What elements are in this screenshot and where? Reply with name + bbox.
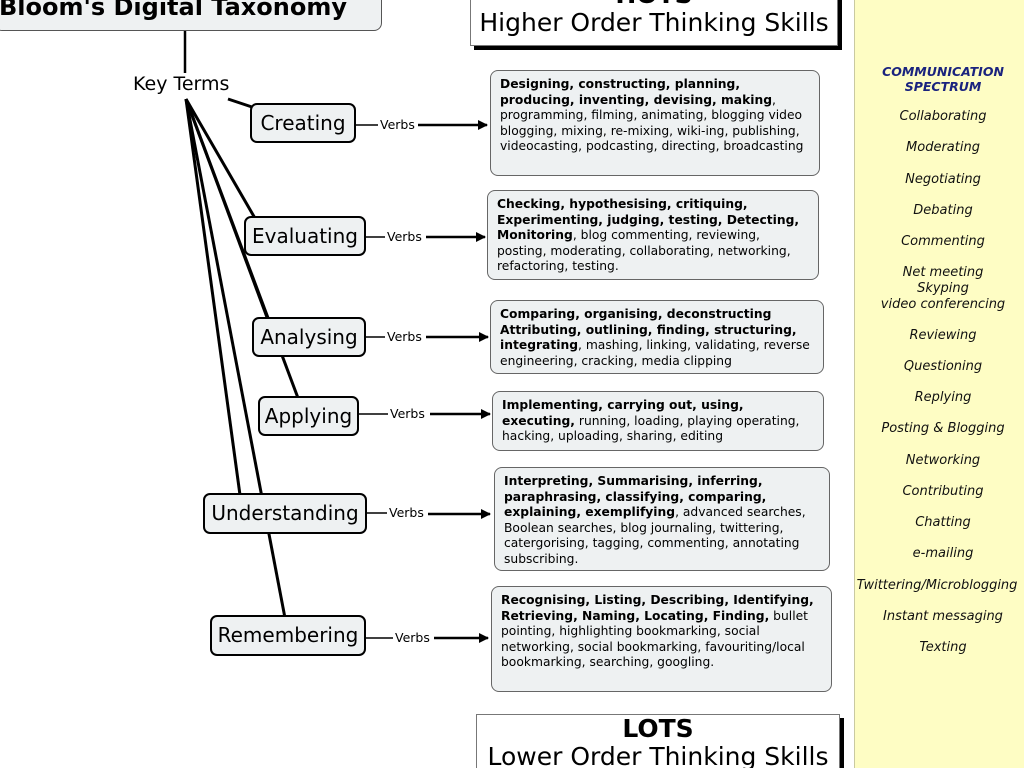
verbs-normal-evaluating: , blog commenting, reviewing, posting, m…	[497, 228, 791, 273]
verbs-bold-evaluating: Checking, hypothesising, critiquing, Exp…	[497, 197, 800, 242]
verbs-label-remembering: Verbs	[393, 630, 432, 645]
verbs-box-analysing: Comparing, organising, deconstructing At…	[490, 300, 824, 374]
spectrum-item: Networking	[905, 453, 981, 468]
spectrum-item: Replying	[914, 390, 972, 405]
spoke-remembering	[184, 98, 287, 619]
verbs-box-understanding: Interpreting, Summarising, inferring, pa…	[494, 467, 830, 571]
spoke-evaluating	[184, 98, 258, 221]
key-terms-label: Key Terms	[133, 73, 230, 95]
spectrum-item: Texting	[919, 640, 967, 655]
node-evaluating: Evaluating	[244, 216, 366, 256]
verbs-label-evaluating: Verbs	[385, 229, 424, 244]
verbs-bold-understanding: Interpreting, Summarising, inferring, pa…	[504, 474, 767, 519]
lots-abbr: LOTS	[622, 714, 694, 743]
node-analysing: Analysing	[252, 317, 366, 357]
spectrum-item: Debating	[913, 203, 973, 218]
verbs-bold-creating: Designing, constructing, planning, produ…	[500, 77, 773, 107]
spectrum-item: Chatting	[915, 515, 971, 530]
lots-box: LOTS Lower Order Thinking Skills	[476, 714, 840, 768]
spectrum-item: Commenting	[901, 234, 985, 249]
verbs-normal-analysing: , mashing, linking, validating, reverse …	[500, 338, 810, 368]
spectrum-item: Questioning	[903, 359, 983, 374]
hots-full: Higher Order Thinking Skills	[479, 8, 829, 37]
lots-full: Lower Order Thinking Skills	[487, 742, 829, 768]
node-creating: Creating	[250, 103, 356, 143]
spoke-understanding	[184, 98, 242, 496]
node-applying: Applying	[258, 396, 359, 436]
communication-spectrum-title: COMMUNICATION SPECTRUM	[882, 64, 1004, 94]
hots-abbr: HOTS	[471, 0, 837, 9]
spoke-creating	[227, 97, 253, 109]
node-remembering: Remembering	[210, 615, 366, 656]
spectrum-item: Posting & Blogging	[881, 421, 1005, 436]
spectrum-item: Negotiating	[905, 172, 981, 187]
verbs-label-applying: Verbs	[388, 406, 427, 421]
spectrum-item: Collaborating	[899, 109, 987, 124]
verbs-box-remembering: Recognising, Listing, Describing, Identi…	[491, 586, 832, 692]
spectrum-item: Net meeting Skyping video conferencing	[880, 265, 1006, 312]
verbs-normal-creating: , programming, filming, animating, blogg…	[500, 92, 804, 154]
hots-box: HOTS Higher Order Thinking Skills	[470, 0, 838, 46]
verbs-box-applying: Implementing, carrying out, using, execu…	[492, 391, 824, 451]
communication-spectrum-panel: COMMUNICATION SPECTRUM Collaborating Mod…	[854, 0, 1024, 768]
verbs-normal-remembering: bullet pointing, highlighting bookmarkin…	[501, 608, 808, 670]
spectrum-item: Contributing	[902, 484, 984, 499]
verbs-box-evaluating: Checking, hypothesising, critiquing, Exp…	[487, 190, 819, 280]
verbs-normal-applying: running, loading, playing operating, hac…	[502, 413, 800, 444]
verbs-bold-remembering: Recognising, Listing, Describing, Identi…	[501, 593, 814, 623]
spectrum-item: Reviewing	[909, 328, 977, 343]
verbs-label-understanding: Verbs	[387, 505, 426, 520]
spectrum-item: e-mailing	[912, 546, 974, 561]
spectrum-item: Moderating	[906, 140, 980, 155]
node-understanding: Understanding	[203, 493, 367, 534]
verbs-box-creating: Designing, constructing, planning, produ…	[490, 70, 820, 176]
verbs-bold-analysing: Comparing, organising, deconstructing At…	[500, 307, 797, 352]
verbs-label-analysing: Verbs	[385, 329, 424, 344]
spectrum-item: Twittering/Microblogging	[856, 578, 1018, 593]
spectrum-item: Instant messaging	[883, 609, 1003, 624]
diagram-title: Bloom's Digital Taxonomy	[0, 0, 382, 31]
verbs-normal-understanding: , advanced searches, Boolean searches, b…	[504, 505, 806, 566]
verbs-bold-applying: Implementing, carrying out, using, execu…	[502, 398, 744, 428]
verbs-label-creating: Verbs	[378, 117, 417, 132]
